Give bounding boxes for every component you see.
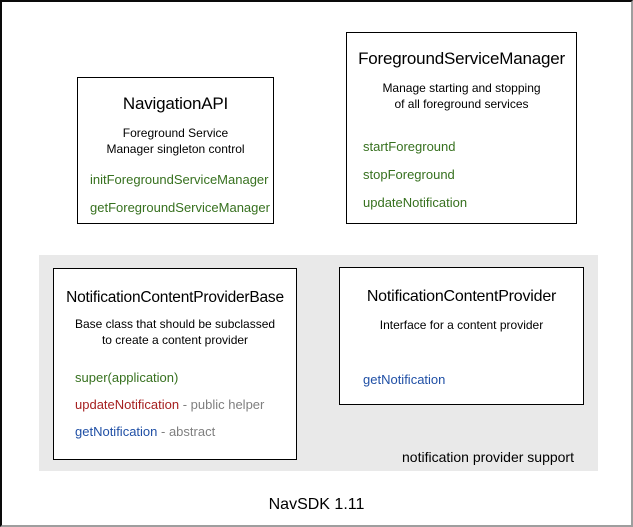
method-name: updateNotification [75,396,180,412]
method-get-notification: getNotification [363,372,583,387]
class-description: Interface for a content provider [379,318,544,332]
method-name: initForegroundServiceManager [90,171,269,187]
method-get-notification-abstract: getNotification - abstract [75,424,296,439]
class-title: NavigationAPI [122,94,229,113]
method-start-foreground: startForeground [363,139,576,154]
class-box-foreground-service-manager: ForegroundServiceManager Manage starting… [346,32,577,224]
method-init-foreground-service-manager: initForegroundServiceManager [90,172,273,187]
class-description: Manage starting and stopping of all fore… [382,81,541,111]
method-list: startForeground stopForeground updateNot… [347,139,576,210]
method-update-notification-helper: updateNotification - public helper [75,397,296,412]
method-super-application: super(application) [75,370,296,385]
footer-version-label: NavSDK 1.11 [268,496,365,513]
method-get-foreground-service-manager: getForegroundServiceManager [90,200,273,215]
class-description: Foreground Service Manager singleton con… [106,126,245,156]
class-box-navigation-api: NavigationAPI Foreground Service Manager… [77,77,274,224]
method-annotation: - public helper [182,396,265,412]
class-title: ForegroundServiceManager [358,49,565,68]
class-box-notification-content-provider: NotificationContentProvider Interface fo… [339,267,584,405]
method-name: getNotification [75,423,158,439]
method-update-notification: updateNotification [363,195,576,210]
method-list: getNotification [340,372,583,387]
class-description: Base class that should be subclassed to … [74,317,276,347]
class-title: NotificationContentProvider [366,288,557,305]
method-list: super(application) updateNotification - … [54,370,296,439]
class-box-notification-content-provider-base: NotificationContentProviderBase Base cla… [53,268,297,460]
method-name: getForegroundServiceManager [90,199,270,215]
method-list: initForegroundServiceManager getForegrou… [78,172,273,215]
method-name: super(application) [75,369,179,385]
class-title: NotificationContentProviderBase [66,289,284,306]
method-annotation: - abstract [161,423,216,439]
panel-caption: notification provider support [402,449,574,465]
method-name: startForeground [363,138,456,154]
method-name: updateNotification [363,194,468,210]
notification-provider-support-panel: NotificationContentProviderBase Base cla… [39,255,598,471]
method-name: stopForeground [363,166,455,182]
method-name: getNotification [363,371,446,387]
method-stop-foreground: stopForeground [363,167,576,182]
